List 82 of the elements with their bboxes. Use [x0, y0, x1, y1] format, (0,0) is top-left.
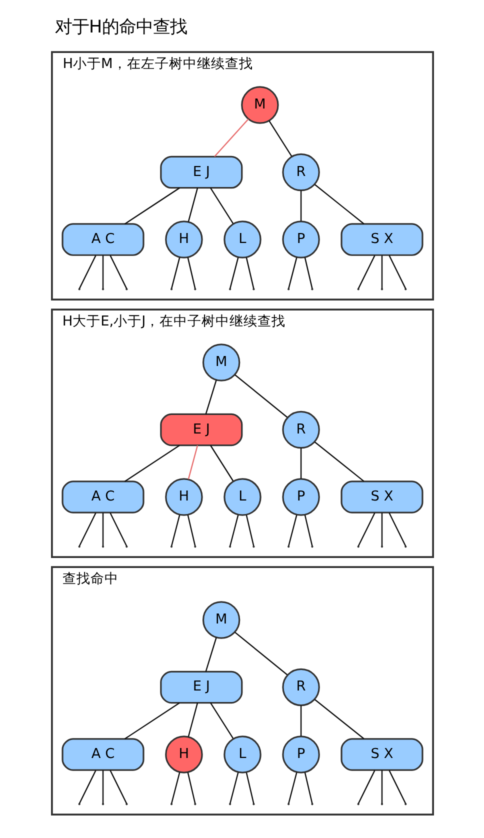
connector	[304, 257, 312, 289]
node-circle: H	[164, 736, 202, 774]
node-box: E J	[160, 670, 242, 704]
connector	[229, 514, 238, 546]
connector	[288, 257, 297, 289]
node-circle: M	[240, 86, 278, 124]
connector	[204, 380, 216, 414]
connector	[229, 257, 238, 289]
node-circle: L	[223, 736, 261, 774]
node-box: S X	[340, 480, 423, 514]
connector	[234, 632, 288, 676]
connector	[300, 190, 302, 222]
connector	[78, 512, 96, 546]
connector	[204, 637, 216, 672]
connector	[288, 772, 297, 804]
node-box: S X	[340, 223, 423, 256]
connector	[268, 120, 292, 157]
node-circle: L	[223, 220, 261, 258]
connector	[124, 187, 180, 224]
node-circle: M	[202, 344, 240, 382]
node-circle: P	[282, 478, 320, 516]
node-circle: M	[202, 601, 240, 639]
connector	[357, 255, 375, 289]
connector	[186, 772, 196, 804]
connector	[209, 702, 234, 739]
connector	[187, 445, 198, 480]
connector	[187, 702, 198, 737]
connector	[304, 772, 312, 804]
connector	[314, 698, 364, 740]
node-circle: L	[223, 478, 261, 516]
connector	[357, 770, 375, 804]
connector	[288, 514, 297, 546]
node-circle: P	[282, 220, 320, 258]
node-box: A C	[61, 738, 144, 771]
node-circle: H	[164, 220, 202, 258]
connector	[388, 770, 406, 804]
connector	[102, 512, 104, 546]
node-circle: P	[282, 736, 320, 774]
connector	[245, 257, 254, 289]
node-circle: R	[282, 410, 320, 449]
node-circle: R	[282, 153, 320, 192]
diagram-title: 对于H的命中查找	[54, 17, 187, 38]
node-circle: R	[282, 668, 320, 706]
connector	[124, 444, 180, 482]
connector	[300, 448, 302, 479]
connector	[300, 705, 302, 736]
connector	[109, 255, 127, 289]
connector	[214, 118, 248, 157]
node-box: A C	[61, 480, 144, 514]
connector	[78, 770, 96, 804]
node-box: E J	[160, 156, 242, 189]
connector	[380, 512, 382, 546]
connector	[234, 374, 288, 418]
node-box: S X	[340, 738, 423, 771]
connector	[229, 772, 238, 804]
connector	[314, 184, 364, 224]
connector	[380, 770, 382, 804]
node-box: E J	[160, 413, 242, 446]
connector	[209, 445, 234, 482]
node-circle: H	[164, 478, 202, 516]
connector	[102, 255, 104, 289]
connector	[109, 512, 127, 546]
connector	[170, 257, 180, 289]
connector	[170, 772, 180, 804]
connector	[380, 255, 382, 289]
connector	[186, 257, 196, 289]
connector	[109, 770, 127, 804]
connector	[170, 514, 180, 546]
connector	[388, 512, 406, 546]
connector	[357, 512, 375, 546]
connector	[304, 514, 312, 546]
connector	[314, 442, 364, 482]
connector	[388, 255, 406, 289]
connector	[186, 514, 196, 546]
connector	[245, 514, 254, 546]
connector	[187, 188, 198, 222]
connector	[102, 770, 104, 804]
connector	[124, 702, 180, 740]
connector	[209, 188, 234, 224]
connector	[78, 255, 96, 289]
node-box: A C	[61, 223, 144, 256]
connector	[245, 772, 254, 804]
